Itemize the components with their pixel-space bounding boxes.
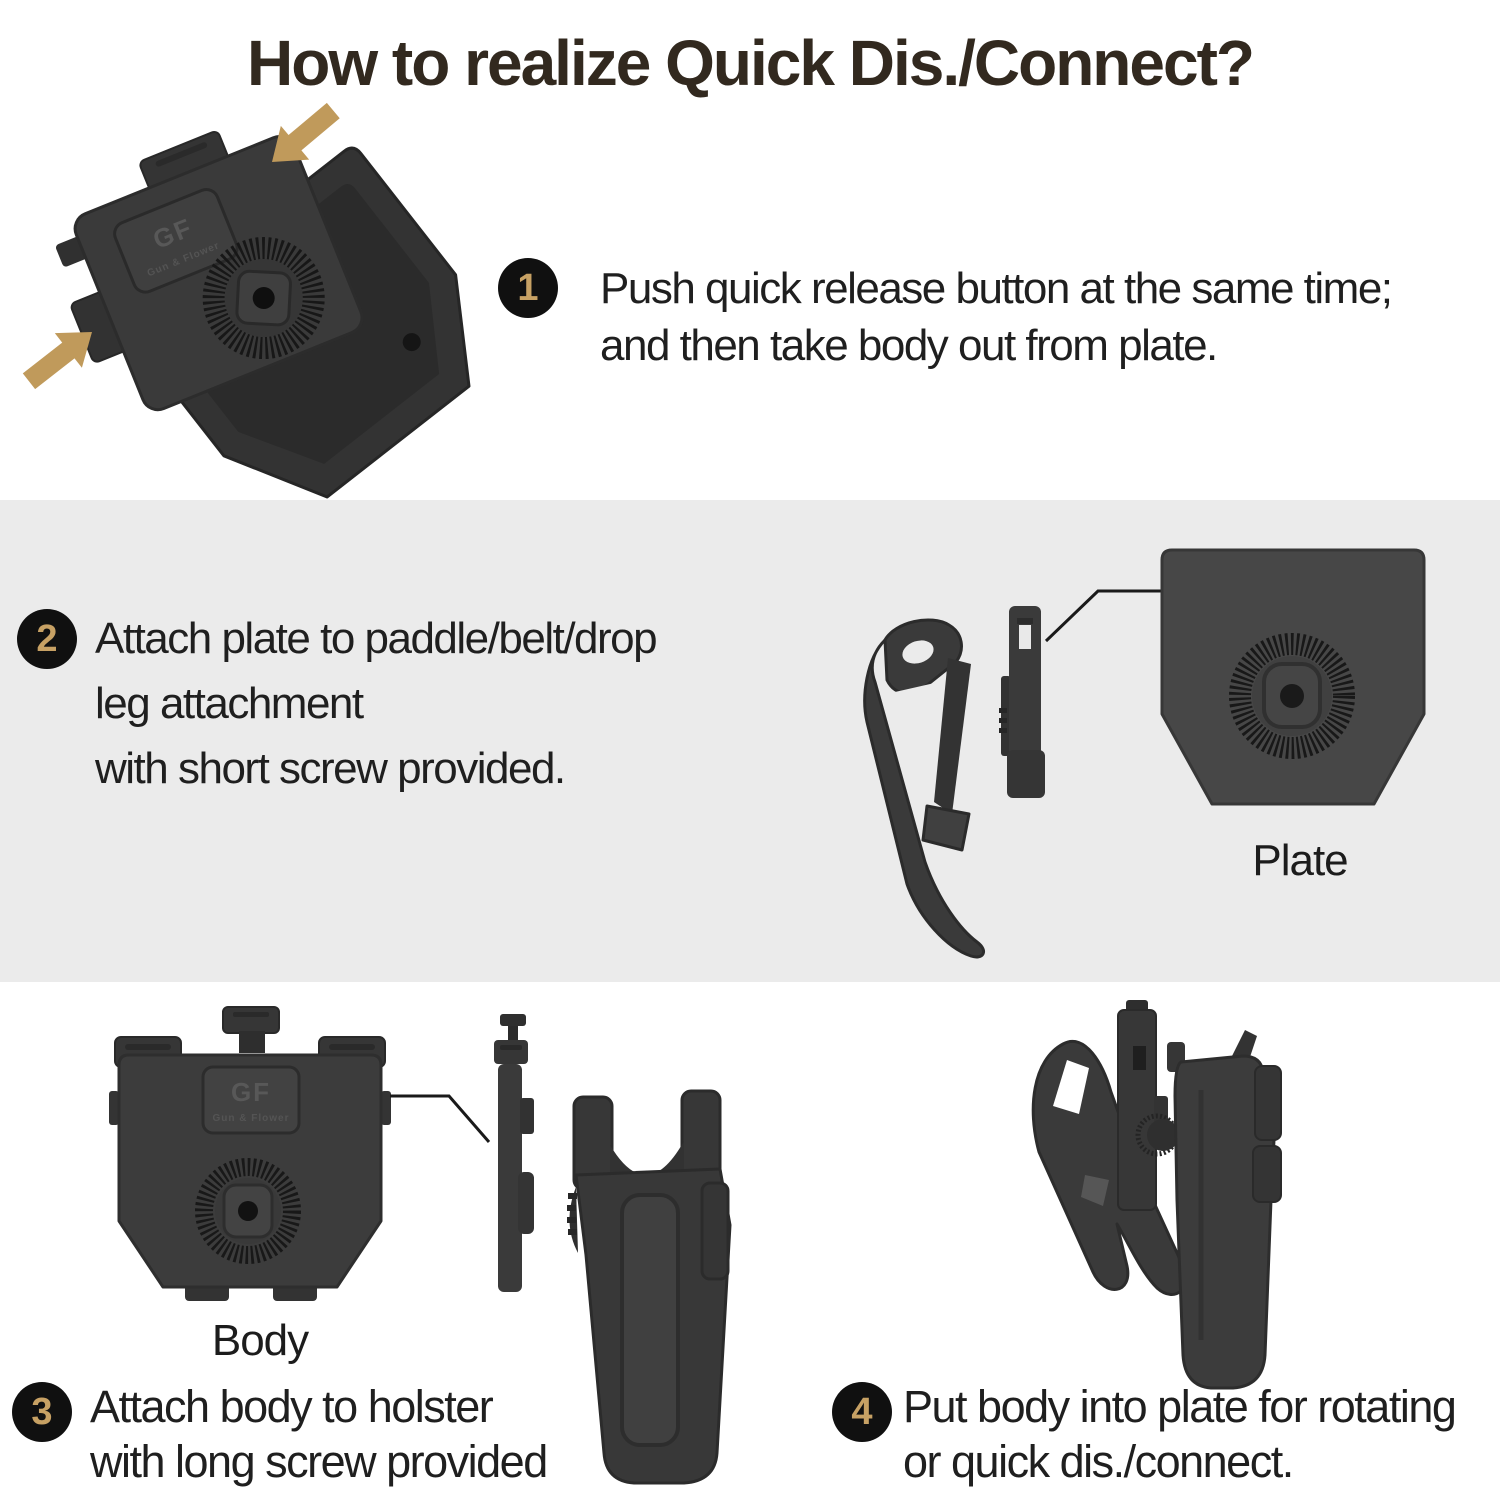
logo-brand: Gun & Flower [213, 1113, 290, 1124]
body-label: Body [211, 1316, 309, 1365]
body-shape: GF Gun & Flower [56, 130, 364, 412]
step-1-line-1: Push quick release button at the same ti… [600, 264, 1393, 313]
step-2-line-3: with short screw provided. [95, 744, 566, 793]
rotation-disc [202, 237, 325, 360]
plate-callout-line [1044, 589, 1162, 643]
step-2-line-1: Attach plate to paddle/belt/drop [95, 614, 658, 663]
holster-front-image [567, 1089, 732, 1485]
body-on-plate-image: GF Gun & Flower [22, 102, 471, 499]
step-1-badge: 1 [498, 258, 558, 318]
rotation-disc [195, 1158, 301, 1264]
page-title: How to realize Quick Dis./Connect? [247, 27, 1255, 99]
step-3-line-1: Attach body to holster [90, 1381, 494, 1432]
plate-label: Plate [1252, 836, 1348, 885]
step-4-text: Put body into plate for rotating or quic… [903, 1379, 1457, 1489]
release-arrow-left-icon [22, 332, 92, 390]
plate-front-image [1160, 548, 1426, 806]
release-arrow-top-icon [272, 102, 340, 162]
step-1-line-2: and then take body out from plate. [600, 321, 1218, 370]
step-3-badge: 3 [12, 1382, 72, 1442]
step-2-line-2: leg attachment [95, 679, 364, 728]
logo-initials: GF [231, 1077, 271, 1107]
step-3-text: Attach body to holster with long screw p… [90, 1379, 548, 1489]
step-1-text: Push quick release button at the same ti… [600, 260, 1393, 374]
step-3-line-2: with long screw provided [90, 1436, 548, 1487]
rotation-disc [1229, 633, 1355, 759]
step-4-badge: 4 [832, 1382, 892, 1442]
step-4-line-1: Put body into plate for rotating [903, 1381, 1457, 1432]
body-callout-line [390, 1094, 491, 1143]
body-front-image: GF Gun & Flower [109, 1006, 391, 1301]
step-4-line-2: or quick dis./connect. [903, 1436, 1294, 1487]
holster-side-image [1031, 1000, 1282, 1390]
step-2-badge: 2 [17, 609, 77, 669]
belt-clip-image [863, 618, 986, 959]
step-2-text: Attach plate to paddle/belt/drop leg att… [95, 606, 658, 801]
plate-side-image [999, 606, 1045, 798]
body-side-image [494, 1014, 534, 1292]
